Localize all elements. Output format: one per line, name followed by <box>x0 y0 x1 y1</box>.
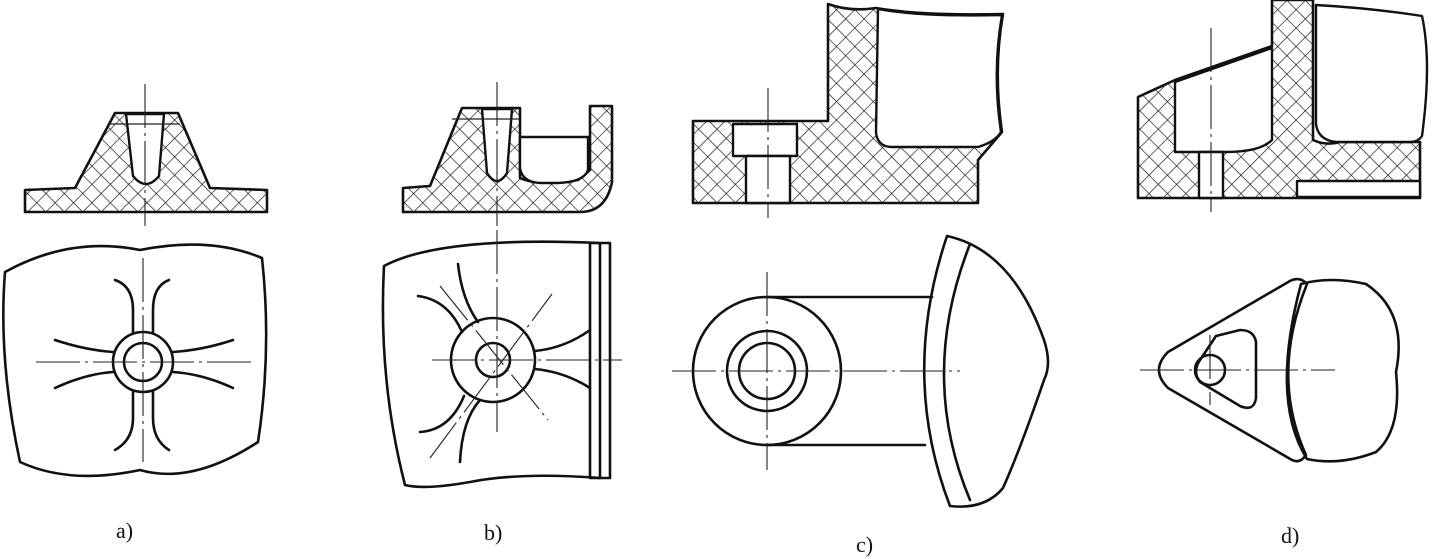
figure-d-section-view <box>1136 0 1429 212</box>
figure-d-plan-view <box>1140 277 1400 463</box>
figure-c-section-view <box>691 2 1005 218</box>
figure-c-plan-view <box>672 234 1050 508</box>
figure-a-caption: a) <box>116 518 133 543</box>
figure-c-caption: c) <box>856 532 873 557</box>
figure-c: c) <box>672 2 1050 557</box>
figure-d: d) <box>1136 0 1429 548</box>
figure-a-plan-view <box>2 243 268 478</box>
figure-a: a) <box>2 84 269 543</box>
figure-a-section-view <box>23 84 269 226</box>
figure-b-plan-view <box>381 230 622 489</box>
figure-b: b) <box>381 82 622 545</box>
figure-d-caption: d) <box>1281 523 1299 548</box>
figure-b-caption: b) <box>484 520 502 545</box>
figure-b-section-view <box>401 82 614 226</box>
